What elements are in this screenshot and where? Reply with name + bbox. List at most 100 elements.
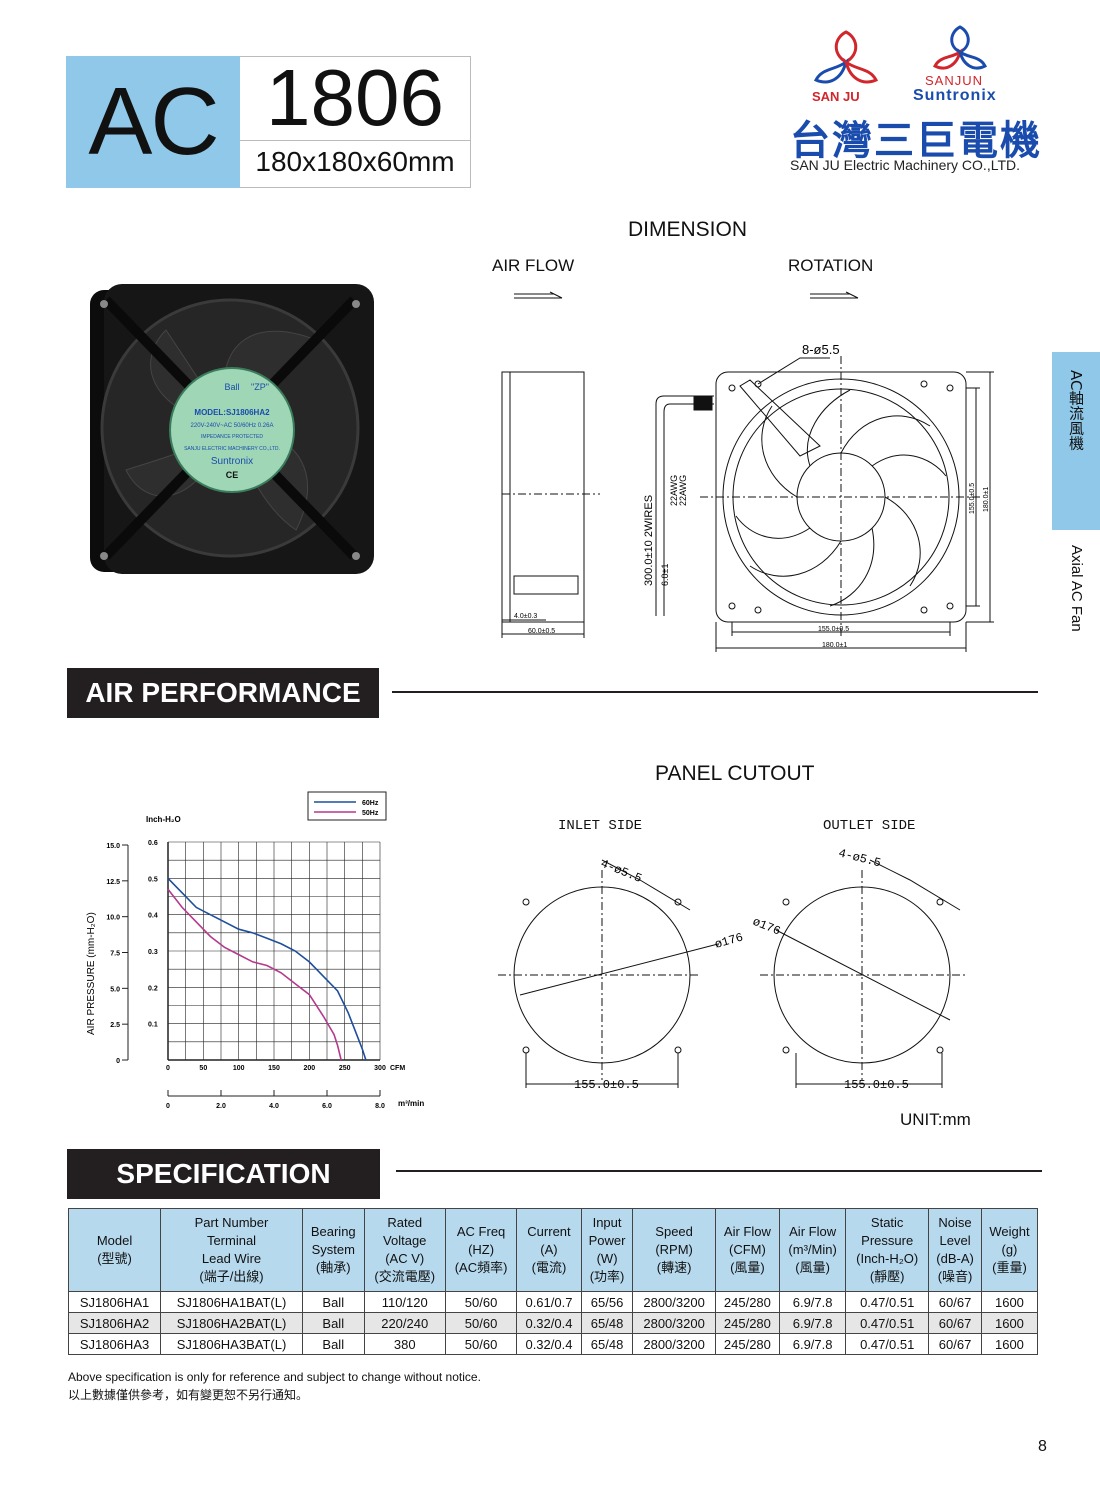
model-size: 180x180x60mm — [255, 146, 455, 177]
table-header-line: (電流) — [531, 1260, 567, 1275]
table-cell: SJ1806HA2 — [67, 1312, 162, 1334]
table-cell: 0.61/0.7 — [516, 1291, 582, 1313]
y-tick-label-inch: 0.2 — [148, 985, 158, 992]
dim-depth: 60.0±0.5 — [528, 628, 555, 635]
section-divider — [396, 1170, 1042, 1172]
x-tick-label: 200 — [303, 1065, 315, 1072]
model-number: 1806 — [240, 56, 470, 141]
table-header-line: Power — [588, 1233, 626, 1248]
legend-box — [307, 791, 387, 821]
table-header-line: (RPM) — [655, 1242, 693, 1257]
table-header-line: (軸承) — [315, 1260, 351, 1275]
company-name-en: SAN JU Electric Machinery CO.,LTD. — [790, 157, 1021, 173]
table-header-line: (g) — [1001, 1242, 1018, 1257]
specification-heading: SPECIFICATION — [67, 1149, 380, 1199]
table-cell: 245/280 — [714, 1333, 781, 1355]
table-header-line: Current — [527, 1224, 571, 1239]
dim-wire-end: 6.0±1 — [660, 564, 670, 586]
table-header-line: (AC頻率) — [454, 1260, 508, 1275]
disclaimer-zh: 以上數據僅供參考，如有變更恕不另行通知。 — [68, 1388, 309, 1402]
table-cell: 0.32/0.4 — [516, 1312, 582, 1334]
table-cell: 6.9/7.8 — [779, 1291, 847, 1313]
fan-label-model: MODEL:SJ1806HA2 — [194, 408, 270, 417]
table-header-line: Level — [939, 1233, 971, 1248]
table-header-line: (風量) — [795, 1260, 830, 1275]
table-cell: 50/60 — [444, 1312, 518, 1334]
table-cell: 110/120 — [363, 1291, 446, 1313]
x2-tick-label: 6.0 — [322, 1103, 332, 1110]
dim-depth-inner: 4.0±0.3 — [514, 613, 537, 620]
table-cell: Ball — [301, 1291, 365, 1313]
dim-hole-span-v: 155.0±0.5 — [969, 483, 976, 514]
table-cell: Ball — [301, 1312, 365, 1334]
table-cell: SJ1806HA3BAT(L) — [160, 1333, 303, 1355]
table-header-cell: AC Freq(HZ)(AC頻率) — [444, 1208, 518, 1292]
side-tab-label-zh: AC軸流風機 — [1067, 370, 1085, 451]
table-cell: 220/240 — [363, 1312, 446, 1334]
table-header-line: (功率) — [589, 1269, 625, 1284]
table-header-line: (交流電壓) — [374, 1269, 436, 1284]
y-tick-label-inch: 0.4 — [148, 913, 158, 920]
disclaimer-en: Above specification is only for referenc… — [68, 1370, 481, 1384]
x2-tick-label: 0 — [166, 1103, 170, 1110]
outlet-side-label: OUTLET SIDE — [823, 818, 916, 834]
y-tick-label-inch: 0.3 — [148, 949, 158, 956]
table-header-line: Rated — [387, 1215, 423, 1230]
y-tick-label-mm: 10.0 — [106, 915, 120, 922]
table-header-line: Part Number — [194, 1215, 269, 1230]
table-header-line: Speed — [655, 1224, 693, 1239]
series-line-50hz — [167, 888, 342, 1061]
table-cell: 245/280 — [714, 1291, 781, 1313]
fan-label-ball: Ball — [224, 382, 239, 392]
table-cell: 0.47/0.51 — [845, 1291, 930, 1313]
y-tick-label-inch: 0.5 — [148, 876, 158, 883]
y-tick-label-inch: 0.6 — [148, 840, 158, 847]
table-cell: SJ1806HA1BAT(L) — [160, 1291, 303, 1313]
air-flow-arrow-icon — [514, 291, 563, 299]
table-cell: 2800/3200 — [632, 1312, 716, 1334]
table-cell: 60/67 — [928, 1291, 982, 1313]
x-tick-label: 250 — [339, 1065, 351, 1072]
table-cell: 65/56 — [580, 1291, 634, 1313]
unit-label: UNIT:mm — [900, 1110, 971, 1129]
outlet-diameter-label: ø176 — [751, 915, 783, 939]
fan-label-brand: Suntronix — [211, 456, 253, 467]
fan-label-rating: 220V-240V~AC 50/60Hz 0.26A — [191, 423, 274, 429]
inlet-holes-label: 4-ø5.5 — [599, 857, 644, 886]
table-cell: 2800/3200 — [632, 1333, 716, 1355]
title-frame — [240, 56, 471, 188]
x-tick-label: 0 — [166, 1065, 170, 1072]
outlet-holes-label: 4-ø5.5 — [837, 846, 882, 870]
table-cell: 65/48 — [580, 1312, 634, 1334]
table-header-line: (型號) — [97, 1251, 132, 1266]
table-header-line: (靜壓) — [869, 1269, 905, 1284]
x-tick-label: 150 — [268, 1065, 280, 1072]
table-cell: 50/60 — [444, 1291, 518, 1313]
table-header-cell: Air Flow(m³/Min)(風量) — [779, 1208, 847, 1292]
dimension-drawing: 4.0±0.3 60.0±0.5 155.0±0.5 180.0±1 8-ø5.… — [500, 291, 994, 652]
dim-wire-gauge-2: 22AWG — [678, 475, 688, 506]
table-cell: SJ1806HA1 — [67, 1291, 162, 1313]
table-cell: 60/67 — [928, 1333, 982, 1355]
table-header-line: (AC V) — [385, 1251, 425, 1266]
table-cell: 6.9/7.8 — [779, 1333, 847, 1355]
table-header-line: System — [311, 1242, 355, 1257]
y2-axis-label: Inch-H₂O — [146, 815, 181, 824]
y-tick-label-mm: 12.5 — [106, 879, 120, 886]
air-flow-label: AIR FLOW — [492, 256, 575, 275]
legend-label: 50Hz — [362, 810, 379, 817]
table-header-line: (m³/Min) — [788, 1242, 837, 1257]
table-header-line: AC Freq — [456, 1224, 506, 1239]
table-header-line: Weight — [989, 1224, 1030, 1239]
table-header-line: Noise — [938, 1215, 972, 1230]
table-header-line: Static — [870, 1215, 904, 1230]
table-header-line: (W) — [596, 1251, 618, 1266]
table-cell: 0.47/0.51 — [845, 1312, 930, 1334]
